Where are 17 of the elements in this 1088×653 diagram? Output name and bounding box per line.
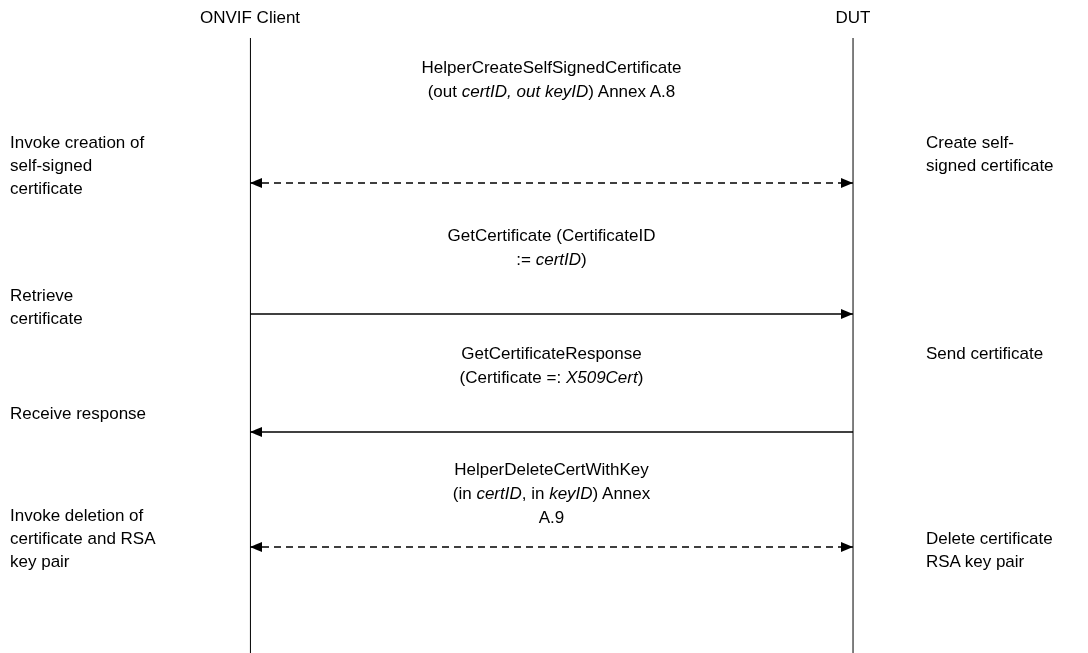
step-note: Send certificate bbox=[926, 343, 1045, 365]
message-arrow bbox=[249, 542, 854, 552]
message-arrow bbox=[249, 427, 854, 437]
message-arrow bbox=[249, 309, 854, 319]
step-note: Create self-signed certificate bbox=[926, 132, 1055, 177]
message-label: HelperCreateSelfSignedCertificate (out certID, out keyID) Annex A.8 bbox=[420, 57, 683, 103]
step-note: Receive response bbox=[10, 403, 148, 425]
step-note: Delete certificate RSA key pair bbox=[926, 528, 1054, 573]
message-arrow bbox=[249, 178, 854, 188]
participant-label: DUT bbox=[835, 8, 871, 28]
participant-label: ONVIF Client bbox=[199, 8, 301, 28]
step-note: Invoke deletion of certificate and RSA key pair bbox=[10, 505, 157, 573]
message-label: GetCertificateResponse (Certificate =: X509Cert) bbox=[458, 343, 645, 389]
message-label: GetCertificate (CertificateID := certID) bbox=[446, 225, 657, 271]
message-label: HelperDeleteCertWithKey (in certID, in keyID) Annex A.9 bbox=[451, 459, 652, 529]
step-note: Retrieve certificate bbox=[10, 285, 84, 330]
step-note: Invoke creation of self-signed certificate bbox=[10, 132, 146, 200]
